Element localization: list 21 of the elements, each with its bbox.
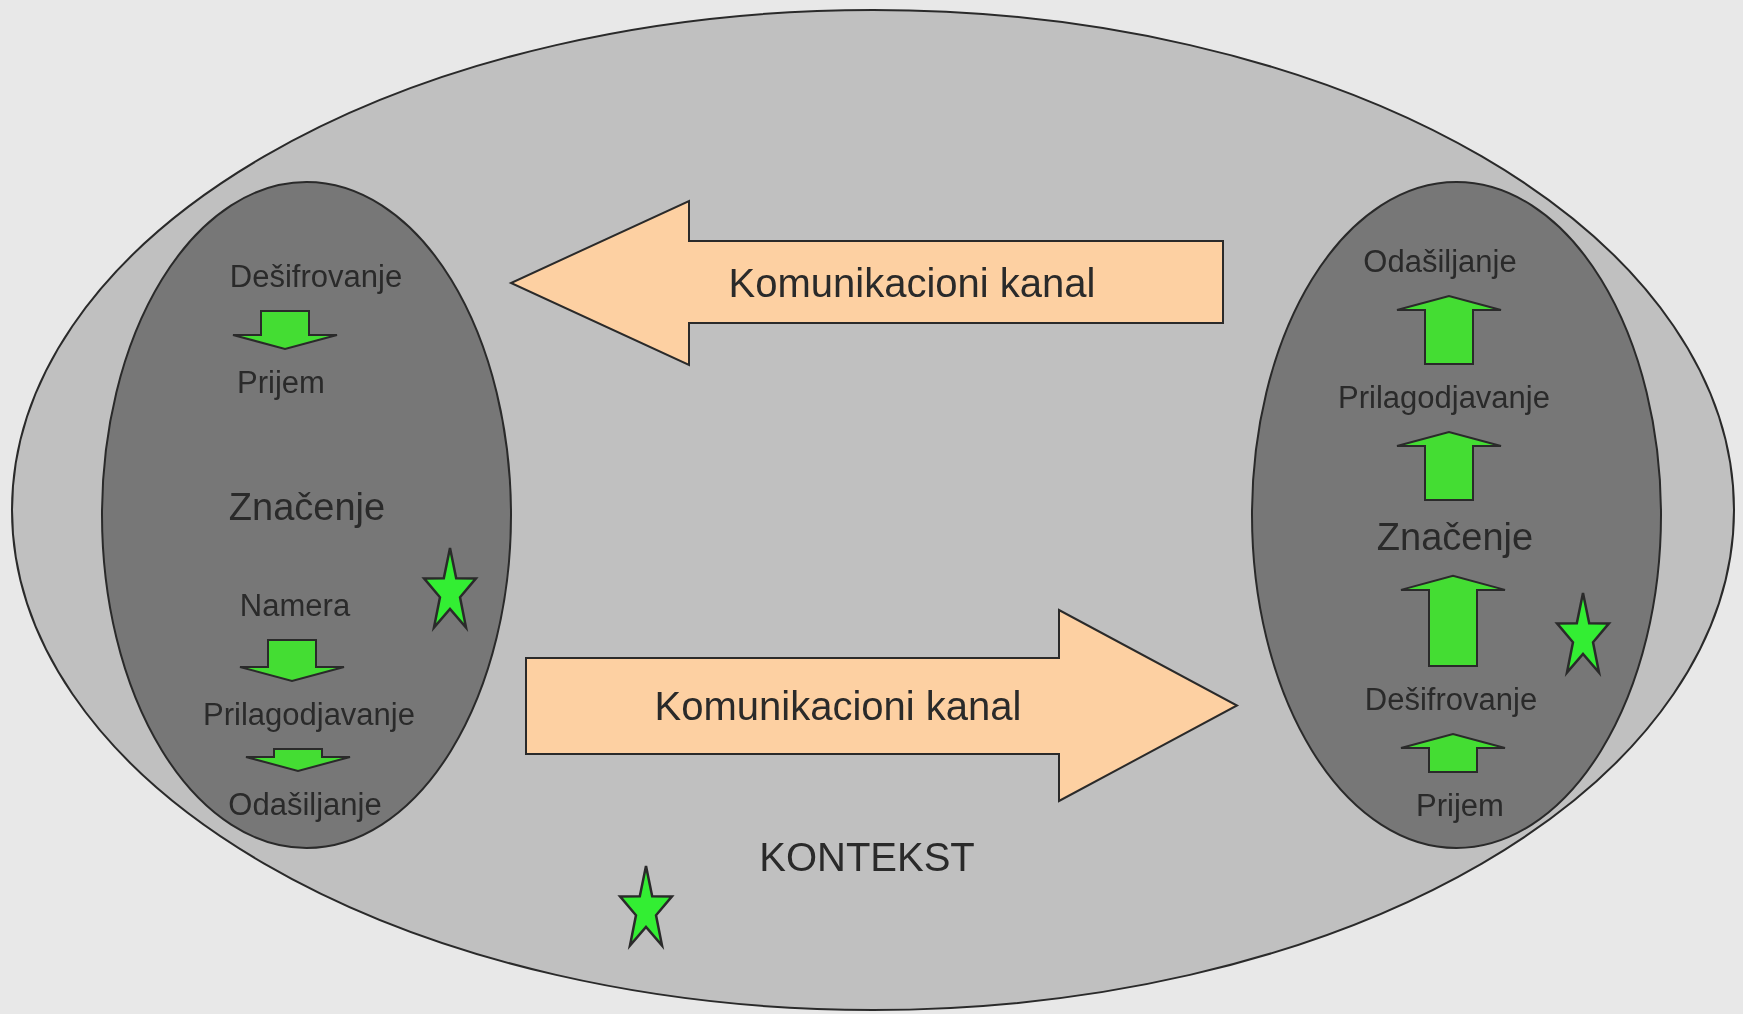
stage-label: Odašiljanje [228,771,382,839]
stage-label: Dešifrovanje [229,243,403,311]
stage-label: Značenje [1376,501,1534,575]
block-arrow [239,639,345,682]
stage-label: Značenje [228,471,386,545]
context-label: KONTEKST [759,835,975,879]
block-arrow [1400,733,1506,773]
block-arrow [1396,431,1502,502]
stage-label: Odašiljanje [1363,228,1517,296]
stage-label: Prilagodjavanje [203,681,415,749]
stage-label: Namera [239,572,351,640]
block-arrow [1400,574,1506,667]
channel-label: Komunikacioni kanal [728,261,1096,305]
stage-label: Dešifrovanje [1364,666,1538,734]
block-arrow [232,310,338,350]
stage-label: Prijem [237,349,325,417]
stage-label: Prijem [1416,772,1504,840]
stage-label: Prilagodjavanje [1338,364,1550,432]
block-arrow [1396,295,1502,365]
block-arrow [245,748,351,772]
channel-label: Komunikacioni kanal [654,684,1022,728]
